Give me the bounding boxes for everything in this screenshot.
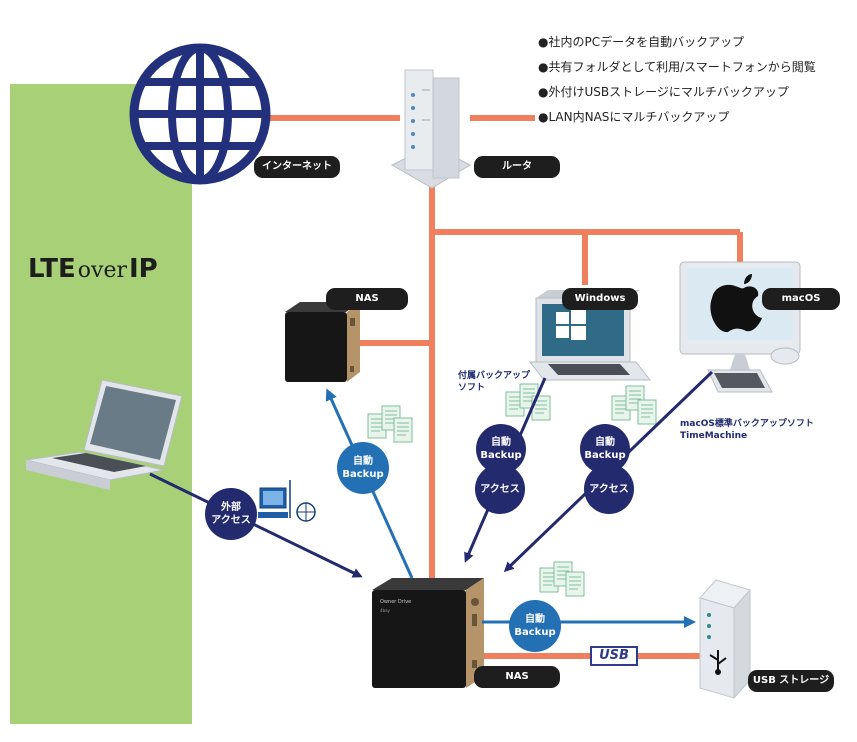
document-icon-cluster-1 bbox=[367, 405, 413, 443]
bundled-soft-note: 付属バックアップソフト bbox=[458, 371, 531, 393]
feature-list: ●社内のPCデータを自動バックアップ ●共有フォルダとして利用/スマートフォンか… bbox=[538, 30, 816, 130]
feature-item: ●社内のPCデータを自動バックアップ bbox=[538, 35, 745, 49]
access-circle-2: アクセス bbox=[584, 464, 634, 514]
globe-icon bbox=[129, 43, 271, 185]
nas-main-label: NAS bbox=[474, 666, 560, 688]
external-access-circle: 外部アクセス bbox=[205, 488, 257, 540]
feature-item: ●共有フォルダとして利用/スマートフォンから閲覧 bbox=[538, 60, 816, 74]
nas-top-icon bbox=[285, 302, 360, 382]
windows-laptop-icon bbox=[528, 290, 652, 381]
document-icon-cluster-4 bbox=[539, 561, 585, 597]
router-icon bbox=[390, 69, 472, 189]
macos-label: macOS bbox=[762, 288, 840, 310]
lte-over-ip-logo: LTEoverIP bbox=[28, 254, 158, 284]
windows-label: Windows bbox=[562, 288, 638, 310]
usb-drive-icon bbox=[699, 579, 751, 700]
feature-item: ●外付けUSBストレージにマルチバックアップ bbox=[538, 85, 789, 99]
access-circle-1: アクセス bbox=[475, 464, 525, 514]
document-icon-cluster-3 bbox=[611, 385, 657, 425]
feature-item: ●LAN内NASにマルチバックアップ bbox=[538, 110, 730, 124]
nas-brand-text: Owner Drive bbox=[380, 599, 411, 605]
nas-top-label: NAS bbox=[326, 288, 408, 310]
router-label: ルータ bbox=[474, 156, 560, 178]
nas-model-text: 4bay bbox=[380, 608, 391, 613]
usb-badge: USB bbox=[590, 646, 638, 666]
pc-network-icon bbox=[258, 480, 316, 522]
usb-storage-label: USB ストレージ bbox=[748, 670, 834, 692]
nas-main-icon: Owner Drive 4bay bbox=[372, 578, 484, 688]
internet-label: インターネット bbox=[254, 156, 340, 178]
lan-lines bbox=[270, 115, 743, 659]
external-access-arrow bbox=[149, 472, 363, 578]
imac-icon bbox=[679, 261, 801, 393]
remote-laptop-icon bbox=[25, 379, 183, 490]
